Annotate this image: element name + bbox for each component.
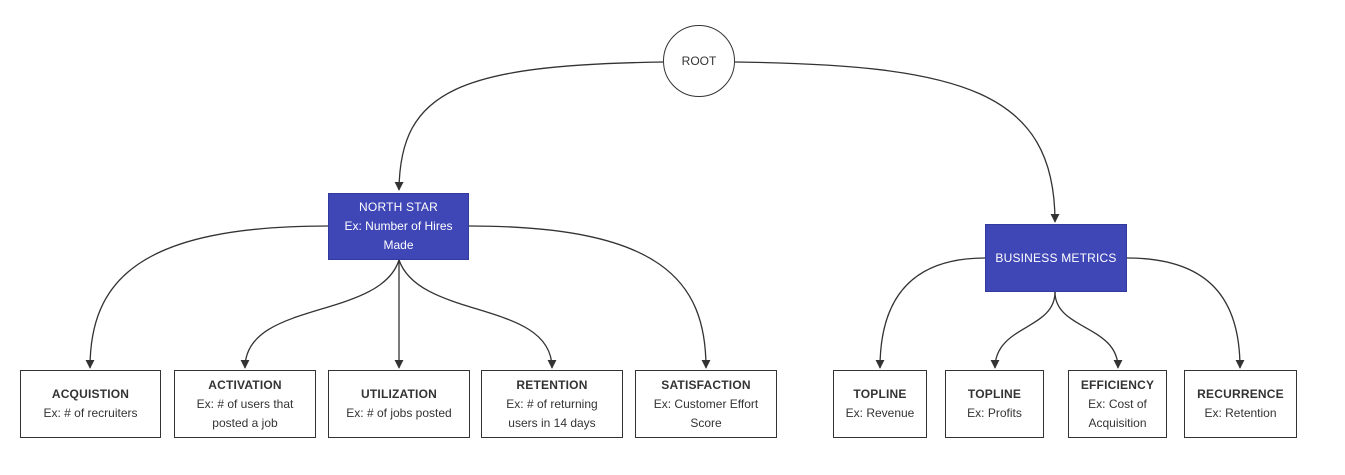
utilization-subtitle: Ex: # of jobs posted [346, 406, 452, 420]
edge-root-business [734, 61, 1060, 223]
satisfaction-subtitle: Ex: Customer Effort Score [653, 396, 759, 430]
topline-profits-title: TOPLINE [967, 387, 1022, 401]
edge-northstar-retention [398, 259, 557, 369]
efficiency-node[interactable]: EFFICIENCY Ex: Cost of Acquisition [1068, 370, 1167, 438]
topline-revenue-node[interactable]: TOPLINE Ex: Revenue [833, 370, 927, 438]
edge-business-topline-revenue [875, 257, 986, 369]
recurrence-subtitle: Ex: Retention [1204, 406, 1277, 420]
root-node[interactable]: ROOT [663, 25, 735, 97]
edge-business-recurrence [1126, 257, 1245, 369]
edge-northstar-satisfaction [468, 225, 711, 369]
activation-node[interactable]: ACTIVATION Ex: # of users that posted a … [174, 370, 316, 438]
acquistion-subtitle: Ex: # of recruiters [43, 406, 138, 420]
acquistion-node[interactable]: ACQUISTION Ex: # of recruiters [20, 370, 161, 438]
business-metrics-title: BUSINESS METRICS [995, 250, 1117, 265]
north-star-subtitle: Ex: Number of Hires Made [344, 219, 453, 252]
utilization-title: UTILIZATION [361, 387, 437, 401]
satisfaction-node[interactable]: SATISFACTION Ex: Customer Effort Score [635, 370, 777, 438]
edge-business-topline-profits [990, 291, 1056, 369]
activation-subtitle: Ex: # of users that posted a job [196, 396, 294, 430]
satisfaction-title: SATISFACTION [661, 377, 751, 392]
efficiency-subtitle: Ex: Cost of Acquisition [1088, 396, 1147, 430]
edge-northstar-activation [240, 259, 400, 369]
retention-subtitle: Ex: # of returning users in 14 days [506, 396, 598, 430]
edge-root-northstar [394, 61, 664, 191]
topline-revenue-subtitle: Ex: Revenue [845, 406, 915, 420]
root-label: ROOT [681, 53, 717, 68]
utilization-node[interactable]: UTILIZATION Ex: # of jobs posted [328, 370, 470, 438]
topline-profits-node[interactable]: TOPLINE Ex: Profits [945, 370, 1044, 438]
north-star-node[interactable]: NORTH STAR Ex: Number of Hires Made [328, 193, 469, 260]
recurrence-title: RECURRENCE [1197, 387, 1284, 401]
activation-title: ACTIVATION [208, 377, 282, 392]
north-star-title: NORTH STAR [359, 200, 438, 214]
topline-revenue-title: TOPLINE [853, 387, 907, 401]
retention-title: RETENTION [516, 377, 588, 392]
edge-business-efficiency [1054, 291, 1123, 369]
topline-profits-subtitle: Ex: Profits [967, 406, 1022, 420]
edge-northstar-acquistion [85, 225, 329, 369]
business-metrics-node[interactable]: BUSINESS METRICS [985, 224, 1127, 292]
efficiency-title: EFFICIENCY [1080, 377, 1155, 392]
acquistion-title: ACQUISTION [51, 387, 130, 401]
retention-node[interactable]: RETENTION Ex: # of returning users in 14… [481, 370, 623, 438]
recurrence-node[interactable]: RECURRENCE Ex: Retention [1184, 370, 1297, 438]
